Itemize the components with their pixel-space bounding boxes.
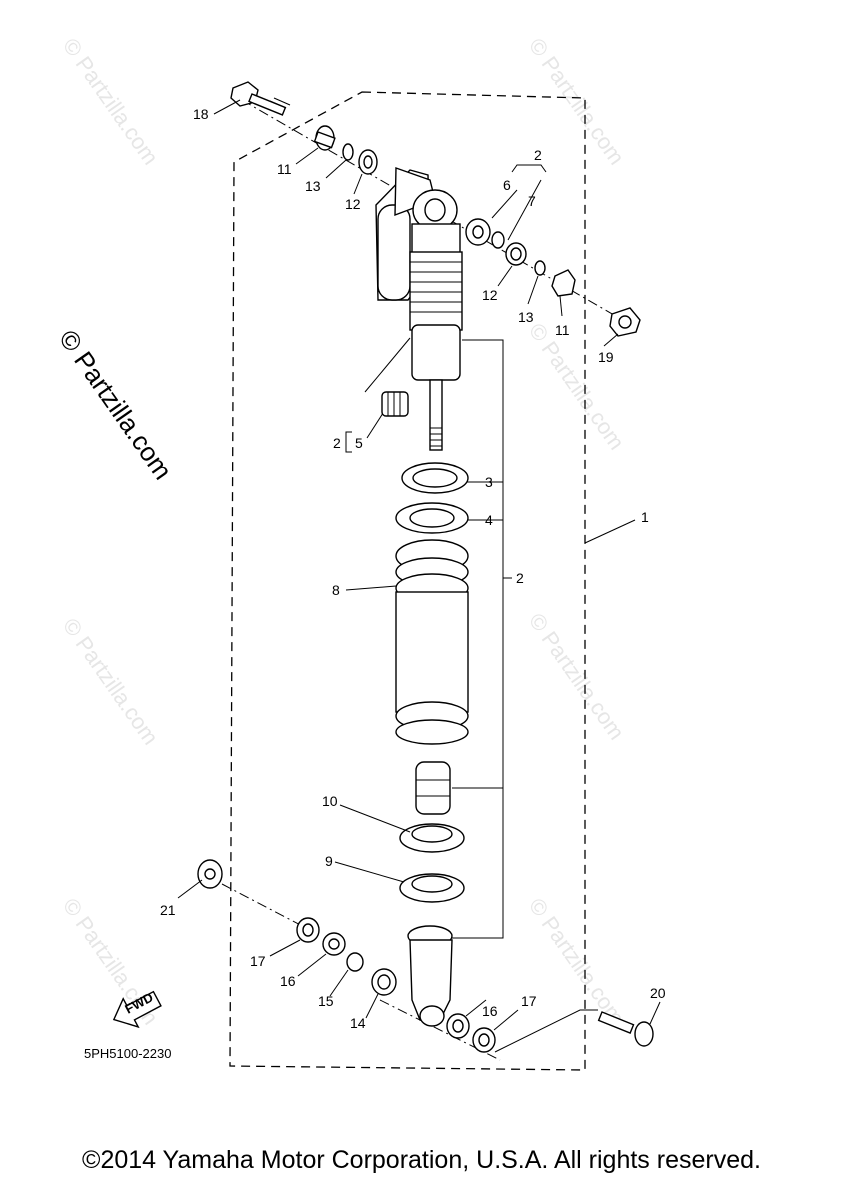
callouts: 1 2 3 4 2 8 10 9 2 5 6 7 11 12 13 18 11 …: [160, 106, 666, 1031]
adjuster-5: [381, 391, 409, 417]
callout-16: 16: [482, 1003, 498, 1019]
callout-2: 2: [534, 147, 542, 163]
spring-8: [395, 539, 469, 745]
callout-12: 12: [482, 287, 498, 303]
callout-20: 20: [650, 985, 666, 1001]
lock-rings: [395, 462, 469, 534]
shock-absorber-body: [375, 167, 463, 451]
lower-clevis: [407, 925, 453, 1027]
spring-seats: [399, 823, 465, 903]
callout-2: 2: [516, 570, 524, 586]
callout-16: 16: [280, 973, 296, 989]
callout-18: 18: [193, 106, 209, 122]
watermark: © Partzilla.com: [524, 894, 630, 1030]
watermark-layer: © Partzilla.com © Partzilla.com © Partzi…: [53, 34, 629, 1030]
callout-2: 2: [333, 435, 341, 451]
callout-17: 17: [250, 953, 266, 969]
upper-mount-hardware: [313, 125, 378, 175]
callout-4: 4: [485, 512, 493, 528]
callout-6: 6: [503, 177, 511, 193]
callout-11: 11: [277, 161, 292, 177]
assembly-boundary: [229, 91, 586, 1071]
callout-11: 11: [555, 322, 570, 338]
upper-right-hardware: [465, 218, 641, 337]
watermark: © Partzilla.com: [524, 609, 630, 745]
callout-17: 17: [521, 993, 537, 1009]
diagram-code: 5PH5100-2230: [84, 1046, 171, 1061]
watermark: © Partzilla.com: [524, 319, 630, 455]
bolt-18: [230, 81, 291, 116]
lower-hardware: [197, 859, 654, 1053]
callout-13: 13: [305, 178, 321, 194]
watermark: © Partzilla.com: [58, 34, 164, 170]
callout-14: 14: [350, 1015, 366, 1031]
callout-9: 9: [325, 853, 333, 869]
copyright-notice: ©2014 Yamaha Motor Corporation, U.S.A. A…: [82, 1146, 761, 1174]
watermark-main: © Partzilla.com: [53, 324, 178, 485]
watermark: © Partzilla.com: [58, 614, 164, 750]
callout-15: 15: [318, 993, 334, 1009]
callout-5: 5: [355, 435, 363, 451]
callout-21: 21: [160, 902, 176, 918]
bump-stop: [415, 761, 451, 815]
callout-1: 1: [641, 509, 649, 525]
callout-3: 3: [485, 474, 493, 490]
callout-10: 10: [322, 793, 338, 809]
callout-13: 13: [518, 309, 534, 325]
bracket-lines: [345, 164, 636, 939]
leader-lines: [177, 99, 661, 1031]
callout-12: 12: [345, 196, 361, 212]
fwd-arrow: FWD: [112, 990, 162, 1029]
callout-7: 7: [528, 193, 536, 209]
callout-8: 8: [332, 582, 340, 598]
callout-19: 19: [598, 349, 614, 365]
